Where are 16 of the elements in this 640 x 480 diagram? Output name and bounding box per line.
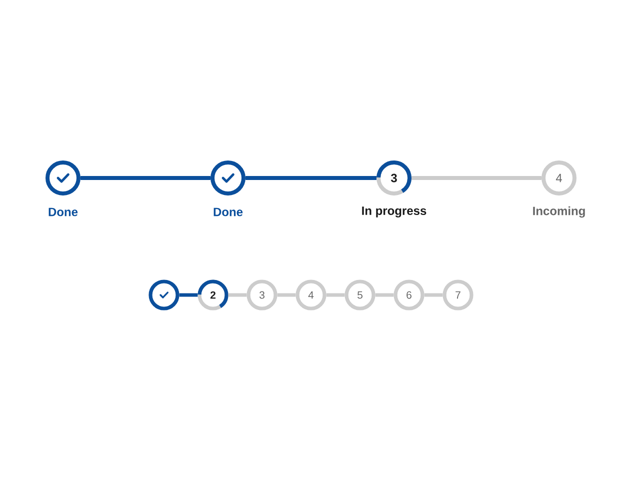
connector-line (412, 176, 542, 180)
step-label: Done (214, 208, 243, 216)
connector-line (277, 293, 296, 297)
step-circle (148, 280, 180, 310)
step-label: In progress (362, 206, 426, 218)
step-circle (46, 160, 80, 196)
connector-line (424, 293, 443, 297)
step-circle (210, 160, 246, 196)
connector-line (80, 176, 210, 180)
connector-line (375, 293, 394, 297)
connector-line (326, 293, 345, 297)
connector-line (246, 176, 376, 180)
connector-line (179, 293, 198, 297)
step-label: Incoming (533, 206, 585, 218)
step-label: Done (48, 208, 78, 216)
connector-line (228, 293, 247, 297)
